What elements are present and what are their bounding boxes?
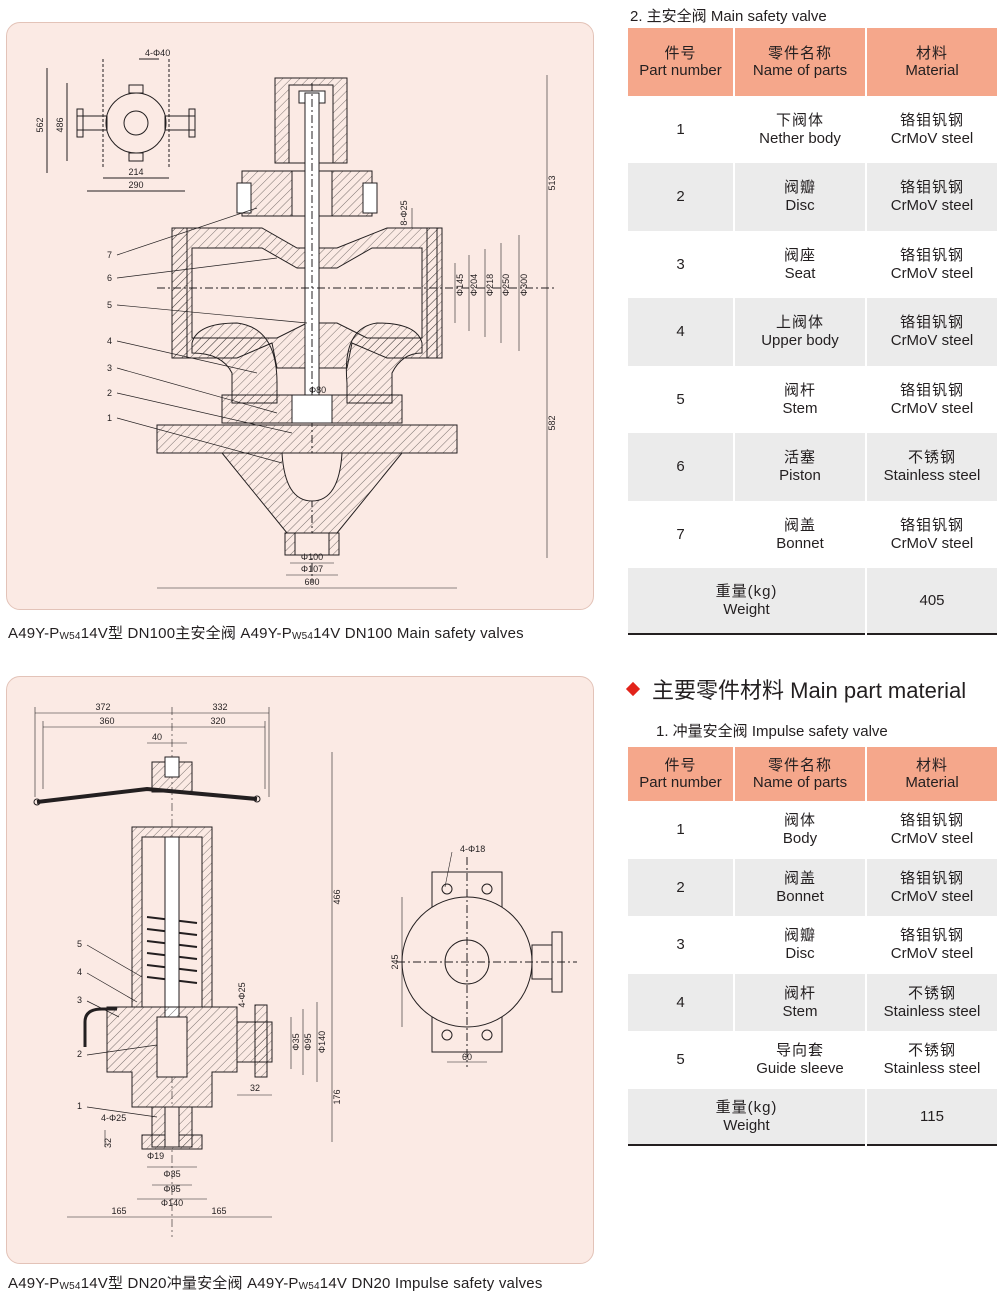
part-label-1: 1	[107, 413, 112, 423]
main-valve-caption: A49Y-PW5414V型 DN100主安全阀 A49Y-PW5414V DN1…	[8, 625, 524, 642]
dim-165-right: 165	[211, 1206, 226, 1216]
dim-165-left: 165	[111, 1206, 126, 1216]
part-label-7: 7	[107, 250, 112, 260]
dim-phi80: Φ80	[309, 385, 326, 395]
main-valve-dimensions	[157, 75, 548, 589]
dim-4phi25-top: 4-Φ25	[237, 982, 247, 1007]
dim-phi140-side: Φ140	[317, 1031, 327, 1053]
dim-466: 466	[332, 889, 342, 904]
dim-32-bottom: 32	[103, 1138, 113, 1148]
part-label-3: 3	[107, 363, 112, 373]
impulse-part-label-4: 4	[77, 967, 82, 977]
part-label-4: 4	[107, 336, 112, 346]
dim-582: 582	[547, 415, 557, 430]
impulse-valve-side-dimensions	[67, 752, 333, 1218]
main-valve-leaders	[116, 207, 308, 464]
weight-value: 405	[866, 568, 997, 634]
dim-phi145: Φ145	[455, 274, 465, 296]
dim-360: 360	[99, 716, 114, 726]
impulse-valve-drawing: 372 332 360 320 40	[33, 702, 577, 1237]
dim-513: 513	[547, 175, 557, 190]
impulse-valve-leaders	[86, 944, 158, 1118]
dim-phi204: Φ204	[469, 274, 479, 296]
dim-600: 600	[304, 577, 319, 587]
dim-562: 562	[35, 117, 45, 132]
weight-row: 重量(kg)Weight 405	[628, 568, 997, 634]
dim-245: 245	[390, 954, 400, 969]
dim-phi300: Φ300	[519, 274, 529, 296]
dim-8phi25: 8-Φ25	[399, 200, 409, 225]
dim-486: 486	[55, 117, 65, 132]
main-valve-drawing: 562 486 4-Φ40 214 290	[35, 48, 557, 589]
main-valve-section-view	[156, 77, 557, 583]
dim-4phi25-bottom: 4-Φ25	[101, 1113, 126, 1123]
dim-372: 372	[95, 702, 110, 712]
impulse-part-label-2: 2	[77, 1049, 82, 1059]
dim-phi35-bottom: Φ35	[163, 1169, 180, 1179]
impulse-part-label-5: 5	[77, 939, 82, 949]
main-valve-top-view	[46, 58, 196, 192]
main-valve-section-title: 2. 主安全阀 Main safety valve	[630, 8, 827, 25]
impulse-part-label-3: 3	[77, 995, 82, 1005]
dim-phi35-side: Φ35	[291, 1033, 301, 1050]
impulse-valve-caption: A49Y-PW5414V型 DN20冲量安全阀 A49Y-PW5414V DN2…	[8, 1275, 543, 1292]
main-valve-drawing-panel: 562 486 4-Φ40 214 290	[6, 22, 594, 610]
dim-332: 332	[212, 702, 227, 712]
dim-32-side: 32	[250, 1083, 260, 1093]
diamond-bullet-icon	[625, 681, 641, 697]
dim-phi19: Φ19	[147, 1151, 164, 1161]
dim-290: 290	[128, 180, 143, 190]
dim-214: 214	[128, 167, 143, 177]
main-part-material-heading: 主要零件材料 Main part material	[625, 673, 966, 705]
part-label-6: 6	[107, 273, 112, 283]
impulse-valve-top-dimensions	[34, 707, 270, 1237]
impulse-valve-section-title: 1. 冲量安全阀 Impulse safety valve	[656, 723, 888, 740]
dim-phi95-bottom: Φ95	[163, 1184, 180, 1194]
dim-40: 40	[152, 732, 162, 742]
impulse-valve-drawing-panel: 372 332 360 320 40	[6, 676, 594, 1264]
part-label-5: 5	[107, 300, 112, 310]
dim-320: 320	[210, 716, 225, 726]
weight-value: 115	[866, 1089, 997, 1145]
dim-4phi40: 4-Φ40	[145, 48, 170, 58]
impulse-valve-flange-view	[397, 851, 577, 1067]
dim-176: 176	[332, 1089, 342, 1104]
impulse-part-label-1: 1	[77, 1101, 82, 1111]
dim-4phi18: 4-Φ18	[460, 844, 485, 854]
dim-phi140-bottom: Φ140	[161, 1198, 183, 1208]
dim-60: 60	[462, 1052, 472, 1062]
impulse-valve-section-view	[33, 756, 273, 1150]
weight-row: 重量(kg)Weight 115	[628, 1089, 997, 1145]
dim-phi100: Φ100	[301, 552, 323, 562]
dim-phi250: Φ250	[501, 274, 511, 296]
dim-phi218: Φ218	[485, 274, 495, 296]
dim-phi95-side: Φ95	[303, 1033, 313, 1050]
dim-phi107: Φ107	[301, 564, 323, 574]
part-label-2: 2	[107, 388, 112, 398]
